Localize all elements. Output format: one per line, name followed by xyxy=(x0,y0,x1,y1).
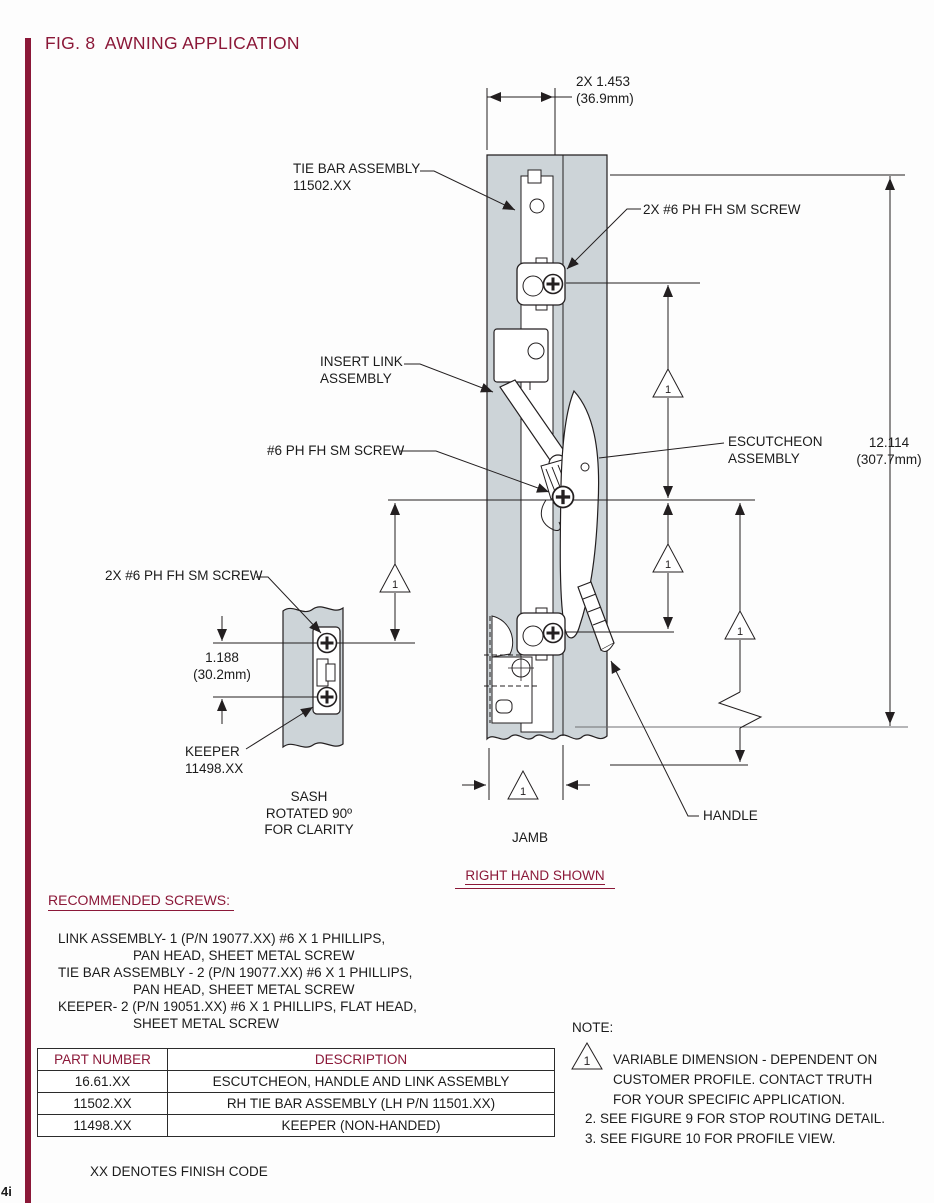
screw-item-line: LINK ASSEMBLY- 1 (P/N 19077.XX) #6 X 1 P… xyxy=(58,931,386,946)
tie-bar xyxy=(527,169,545,214)
screw-item-line: TIE BAR ASSEMBLY - 2 (P/N 19077.XX) #6 X… xyxy=(58,965,413,980)
description-cell: ESCUTCHEON, HANDLE AND LINK ASSEMBLY xyxy=(167,1070,555,1093)
screw-item-line: KEEPER- 2 (P/N 19051.XX) #6 X 1 PHILLIPS… xyxy=(58,999,417,1014)
variable-dimension-flag: 1 xyxy=(724,609,756,640)
part-number-cell: 11502.XX xyxy=(37,1092,168,1115)
keeper-engagement-detail xyxy=(484,615,540,724)
table-row: 11498.XX KEEPER (NON-HANDED) xyxy=(37,1114,555,1137)
variable-dimension-flags: 1 1 1 1 1 xyxy=(379,367,756,800)
table-header-row: PART NUMBER DESCRIPTION xyxy=(37,1048,555,1071)
handle xyxy=(577,581,615,652)
description-cell: KEEPER (NON-HANDED) xyxy=(167,1114,555,1137)
variable-dimension-flag: 1 xyxy=(571,1041,603,1070)
note-item: 3. SEE FIGURE 10 FOR PROFILE VIEW. xyxy=(585,1130,836,1146)
screw-item-line: PAN HEAD, SHEET METAL SCREW xyxy=(133,982,355,997)
escutcheon xyxy=(559,389,600,639)
label-tie-bar-assembly: TIE BAR ASSEMBLY 11502.XX xyxy=(293,161,421,193)
label-escutcheon-assembly: ESCUTCHEON ASSEMBLY xyxy=(728,434,823,466)
column-header-description: DESCRIPTION xyxy=(167,1048,555,1071)
variable-dimension-flag: 1 xyxy=(652,542,684,573)
note-variable-dimension: VARIABLE DIMENSION - DEPENDENT ON CUSTOM… xyxy=(613,1052,878,1107)
svg-text:1: 1 xyxy=(737,626,743,638)
tie-bar-top-bracket xyxy=(516,257,566,311)
part-number-cell: 11498.XX xyxy=(37,1114,168,1137)
insert-link-bracket xyxy=(493,328,549,390)
description-cell: RH TIE BAR ASSEMBLY (LH P/N 11501.XX) xyxy=(167,1092,555,1115)
left-accent-bar xyxy=(25,38,31,1203)
part-number-cell: 16.61.XX xyxy=(37,1070,168,1093)
dimension-top-width: 2X 1.453 (36.9mm) xyxy=(576,74,634,106)
dimension-overall-height: 12.114 (307.7mm) xyxy=(856,435,922,467)
svg-text:1: 1 xyxy=(520,786,526,798)
variable-dimension-flag: 1 xyxy=(379,562,411,593)
column-header-part-number: PART NUMBER xyxy=(37,1048,168,1071)
label-sash-note: SASH ROTATED 90º FOR CLARITY xyxy=(264,789,354,837)
svg-text:1: 1 xyxy=(584,1054,591,1068)
note-items: 2. SEE FIGURE 9 FOR STOP ROUTING DETAIL.… xyxy=(585,1109,885,1148)
label-screw-top: 2X #6 PH FH SM SCREW xyxy=(643,202,801,217)
variable-dimension-flag: 1 xyxy=(652,367,684,398)
dimension-keeper-spacing: 1.188 (30.2mm) xyxy=(193,650,251,682)
label-jamb: JAMB xyxy=(511,830,548,845)
table-row: 16.61.XX ESCUTCHEON, HANDLE AND LINK ASS… xyxy=(37,1070,555,1093)
recommended-screws-list: LINK ASSEMBLY- 1 (P/N 19077.XX) #6 X 1 P… xyxy=(0,930,417,1032)
figure-title: FIG. 8 AWNING APPLICATION xyxy=(45,33,300,53)
variable-dimension-flag: 1 xyxy=(507,769,539,800)
label-insert-link-assembly: INSERT LINK ASSEMBLY xyxy=(320,354,403,386)
table-row: 11502.XX RH TIE BAR ASSEMBLY (LH P/N 115… xyxy=(37,1092,555,1115)
label-right-hand-shown: RIGHT HAND SHOWN xyxy=(455,868,615,889)
label-screw-mid: #6 PH FH SM SCREW xyxy=(267,443,405,458)
screw-item-line: PAN HEAD, SHEET METAL SCREW xyxy=(133,948,355,963)
label-handle: HANDLE xyxy=(703,808,758,823)
finish-code-note: XX DENOTES FINISH CODE xyxy=(90,1164,268,1179)
leader-lines xyxy=(245,170,725,817)
svg-text:1: 1 xyxy=(392,579,398,591)
label-keeper: KEEPER 11498.XX xyxy=(185,744,244,776)
keeper-detail-view xyxy=(282,606,344,749)
svg-text:1: 1 xyxy=(665,384,671,396)
screw-item-line: SHEET METAL SCREW xyxy=(133,1016,280,1031)
label-screw-keeper: 2X #6 PH FH SM SCREW xyxy=(105,568,263,583)
parts-table: PART NUMBER DESCRIPTION 16.61.XX ESCUTCH… xyxy=(37,1048,555,1137)
page-marker: 4i xyxy=(1,1184,12,1199)
note-item: 2. SEE FIGURE 9 FOR STOP ROUTING DETAIL. xyxy=(585,1111,886,1126)
recommended-screws-heading: RECOMMENDED SCREWS: xyxy=(48,892,235,911)
svg-text:1: 1 xyxy=(665,559,671,571)
note-heading: NOTE: xyxy=(572,1020,614,1035)
